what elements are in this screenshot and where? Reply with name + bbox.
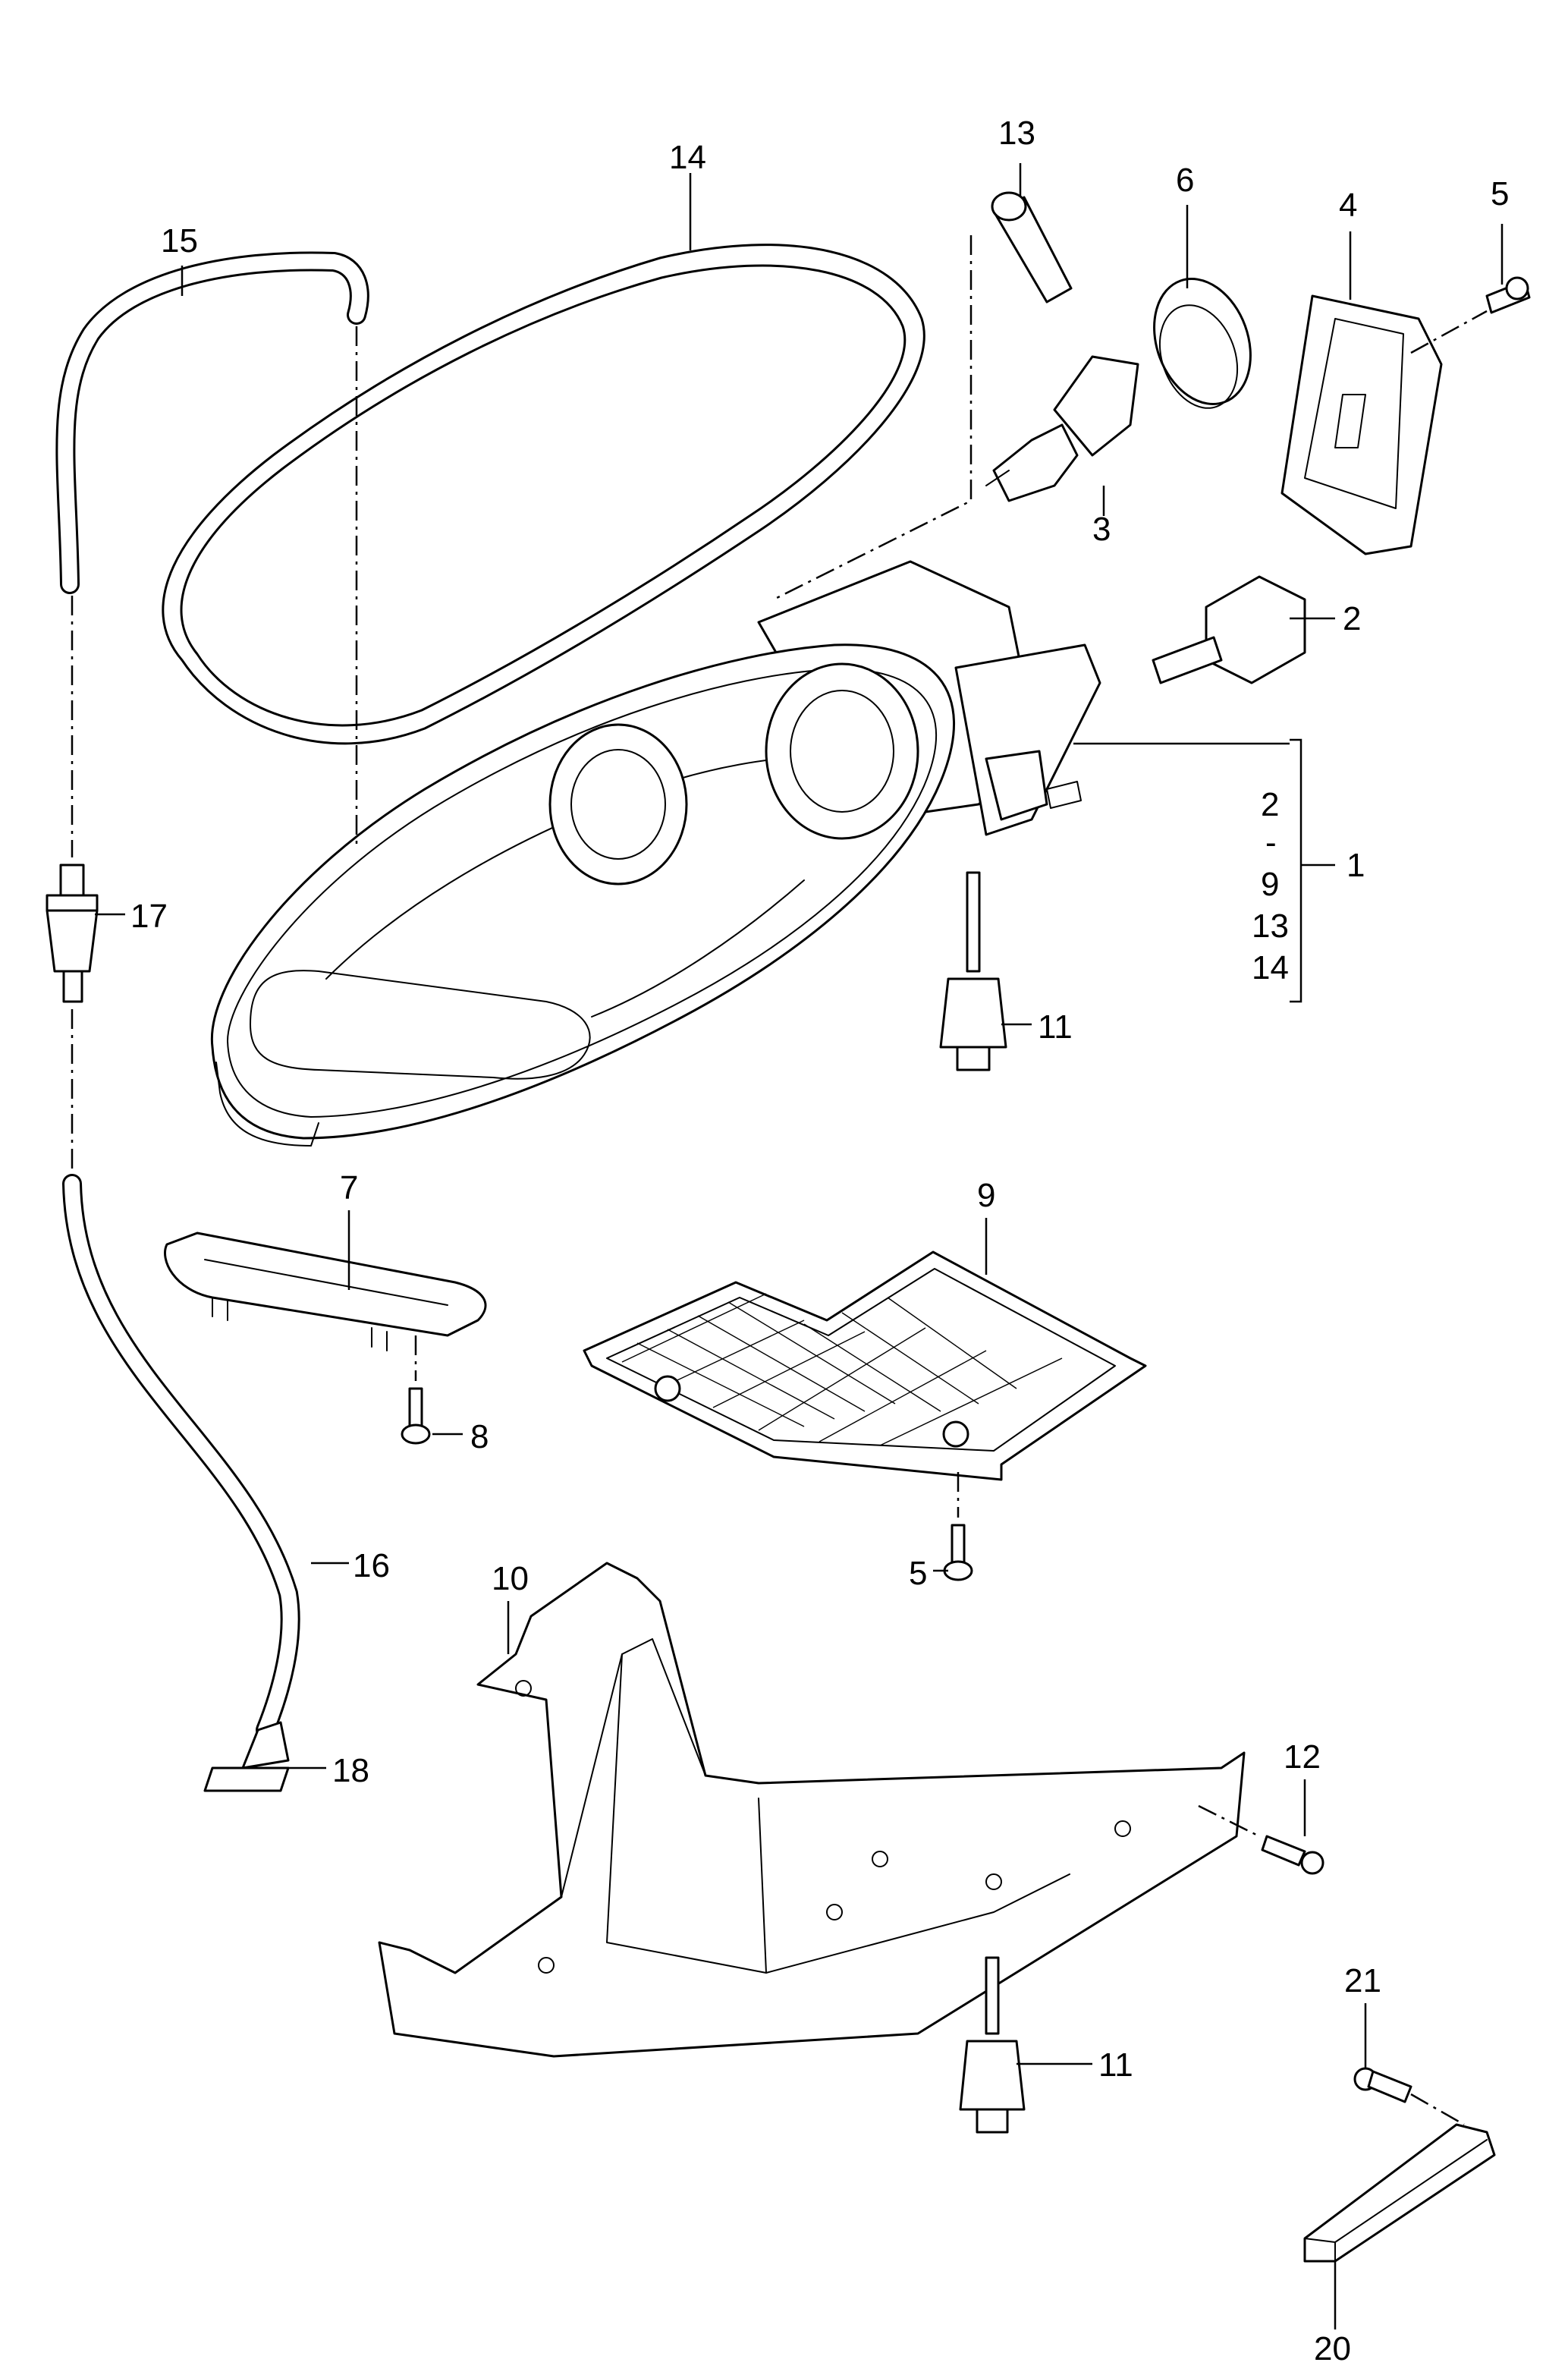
bracket-line-5: 14 bbox=[1252, 949, 1289, 986]
mounting-bracket bbox=[378, 1562, 1246, 2058]
bracket-line-3: 9 bbox=[1261, 866, 1279, 903]
callout-16: 16 bbox=[353, 1547, 390, 1584]
headlight-seal-ring bbox=[162, 244, 925, 745]
callout-10: 10 bbox=[492, 1560, 529, 1597]
callout-8: 8 bbox=[470, 1418, 489, 1455]
headlight-housing bbox=[210, 560, 1101, 1147]
callout-17: 17 bbox=[130, 898, 168, 935]
callout-2: 2 bbox=[1343, 600, 1361, 637]
screw-8 bbox=[401, 1387, 431, 1445]
assembly-bracket-list: 2 - 9 13 14 bbox=[1252, 786, 1289, 986]
vent-tube bbox=[991, 191, 1073, 304]
callout-labels: 14 15 13 6 4 5 3 2 1 2 - 9 13 14 11 17 7… bbox=[130, 115, 1509, 2367]
bracket-line-4: 13 bbox=[1252, 908, 1289, 945]
callout-18: 18 bbox=[332, 1752, 369, 1789]
callout-9: 9 bbox=[977, 1177, 995, 1214]
air-filter bbox=[46, 863, 99, 1003]
rubber-mount-lower bbox=[959, 1956, 1026, 2134]
control-unit bbox=[583, 1250, 1147, 1481]
bracket-line-2: - bbox=[1265, 824, 1277, 861]
rubber-mount-upper bbox=[939, 871, 1007, 1071]
screw-21 bbox=[1353, 2067, 1412, 2103]
callout-20: 20 bbox=[1314, 2330, 1351, 2367]
callout-12: 12 bbox=[1284, 1738, 1321, 1776]
xenon-bulb bbox=[1152, 575, 1306, 684]
assembly-lines bbox=[71, 235, 1488, 2126]
headlight-cover bbox=[1280, 294, 1443, 555]
screw-5-lower bbox=[943, 1524, 973, 1581]
callout-15: 15 bbox=[161, 222, 198, 260]
callout-3: 3 bbox=[1092, 511, 1111, 548]
retaining-ring bbox=[1153, 278, 1252, 409]
adjusting-tool bbox=[1303, 2123, 1496, 2263]
callout-6: 6 bbox=[1176, 162, 1194, 199]
drain-valve bbox=[203, 1721, 290, 1792]
leader-lines bbox=[95, 163, 1504, 2329]
control-unit-grid bbox=[621, 1293, 1063, 1446]
callout-4: 4 bbox=[1339, 187, 1357, 224]
callout-5-top: 5 bbox=[1491, 175, 1509, 212]
callout-21: 21 bbox=[1344, 1962, 1381, 1999]
halogen-bulb bbox=[985, 355, 1139, 502]
callout-14: 14 bbox=[669, 139, 706, 176]
callout-11-lower: 11 bbox=[1098, 2046, 1133, 2084]
vent-hose bbox=[55, 251, 369, 594]
screw-top bbox=[1485, 276, 1531, 314]
callout-11-upper: 11 bbox=[1038, 1008, 1073, 1046]
callout-13: 13 bbox=[998, 115, 1035, 152]
drain-hose bbox=[62, 1174, 300, 1740]
bracket-line-1: 2 bbox=[1261, 786, 1279, 823]
callout-5-lower: 5 bbox=[909, 1555, 927, 1592]
callout-7: 7 bbox=[340, 1169, 358, 1206]
callout-1: 1 bbox=[1346, 847, 1365, 884]
trim-strip bbox=[164, 1232, 487, 1351]
screw-12 bbox=[1261, 1835, 1324, 1875]
